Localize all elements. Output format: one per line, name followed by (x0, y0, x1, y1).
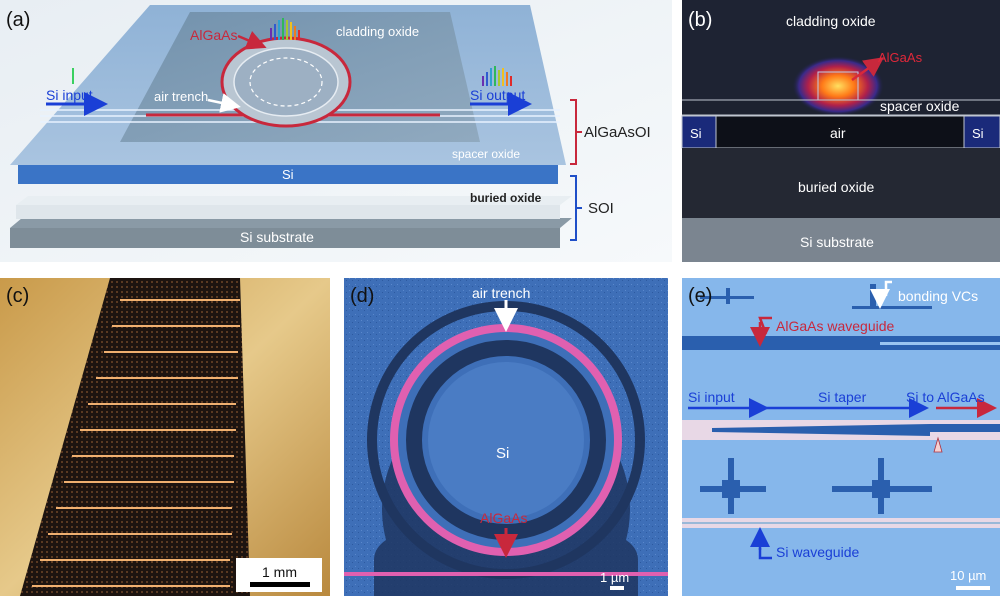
cladding-oxide-label: cladding oxide (786, 13, 876, 29)
panel-tag: (a) (6, 9, 30, 31)
algaas-label: AlGaAs (480, 510, 527, 526)
panel-tag: (b) (688, 9, 712, 31)
si-layer-label: Si (282, 167, 294, 182)
scale-bar-label: 1 µm (600, 570, 629, 585)
panel-d: (d) air trench Si AlGaAs 1 µm (344, 278, 668, 596)
circulating-light-path (249, 57, 323, 107)
si-substrate-region (682, 218, 1000, 262)
air-trench-label: air trench (472, 285, 530, 301)
buried-oxide-label: buried oxide (470, 191, 542, 205)
buried-oxide-slab (16, 205, 560, 219)
substrate-slab (10, 228, 560, 248)
algaas-label: AlGaAs (878, 50, 923, 65)
spacer-oxide-label: spacer oxide (880, 98, 960, 114)
spacer-oxide-label: spacer oxide (452, 147, 520, 161)
cross-markers (700, 458, 932, 514)
panel-tag: (e) (688, 285, 712, 307)
scale-bar-label: 10 µm (950, 568, 986, 583)
algaas-arrow-b (851, 57, 885, 82)
ring-spectrum-icon (270, 18, 300, 40)
buried-oxide-region (682, 148, 1000, 218)
si-input-label: Si input (46, 87, 93, 103)
si-to-algaas-label: Si to AlGaAs (906, 389, 985, 405)
si-left-block (681, 115, 717, 149)
substrate-top (10, 218, 572, 228)
output-spectrum-icon (482, 66, 512, 86)
si-input-label: Si input (688, 389, 735, 405)
si-output-label: Si output (470, 87, 525, 103)
si-left-label: Si (690, 126, 702, 141)
scale-bar (956, 586, 990, 590)
soi-brace (570, 175, 582, 241)
algaasoi-brace (570, 99, 582, 165)
panel-tag: (d) (350, 285, 374, 307)
algaas-arrow (237, 31, 267, 50)
air-gap (715, 115, 965, 149)
scale-bar (250, 582, 310, 587)
si-substrate-label: Si substrate (240, 229, 314, 245)
input-line-icon (72, 68, 74, 84)
top-pad-right (852, 306, 932, 309)
optical-mode (792, 56, 884, 116)
si-substrate-label: Si substrate (800, 234, 874, 250)
scale-bar-label: 1 mm (262, 564, 297, 580)
si-waveguide-label: Si waveguide (776, 544, 859, 560)
air-label: air (830, 125, 846, 141)
cladding-oxide-label: cladding oxide (336, 24, 419, 39)
device-array (20, 278, 250, 596)
panel-b: (b) cladding oxide AlGaAs spacer oxide S… (681, 0, 1000, 262)
si-right-label: Si (972, 126, 984, 141)
scale-bar (610, 586, 624, 590)
air-trench-arrow (207, 93, 241, 113)
si-disk (428, 362, 584, 518)
soi-label: SOI (588, 200, 614, 217)
si-taper (712, 424, 930, 436)
algaas-waveguide-label: AlGaAs waveguide (776, 318, 895, 334)
si-layer (18, 164, 558, 184)
panel-e: (e) bonding VCs AlGaAs waveguide Si inpu… (682, 278, 1000, 596)
si-label: Si (496, 445, 509, 462)
taper-tip (933, 436, 943, 453)
buried-oxide-top (16, 196, 572, 205)
device-stripes (32, 299, 240, 587)
panel-tag: (c) (6, 285, 29, 307)
panel-c: (c) 1 mm (0, 278, 330, 596)
air-trench-label: air trench (154, 89, 208, 104)
buried-oxide-label: buried oxide (798, 179, 874, 195)
algaas-label: AlGaAs (190, 27, 237, 43)
bonding-vcs-label: bonding VCs (898, 288, 978, 304)
si-taper-label: Si taper (818, 389, 867, 405)
algaasoi-label: AlGaAsOI (584, 124, 651, 141)
panel-a: (a) cladding oxide AlGaAs Si input Si ou… (0, 0, 672, 262)
